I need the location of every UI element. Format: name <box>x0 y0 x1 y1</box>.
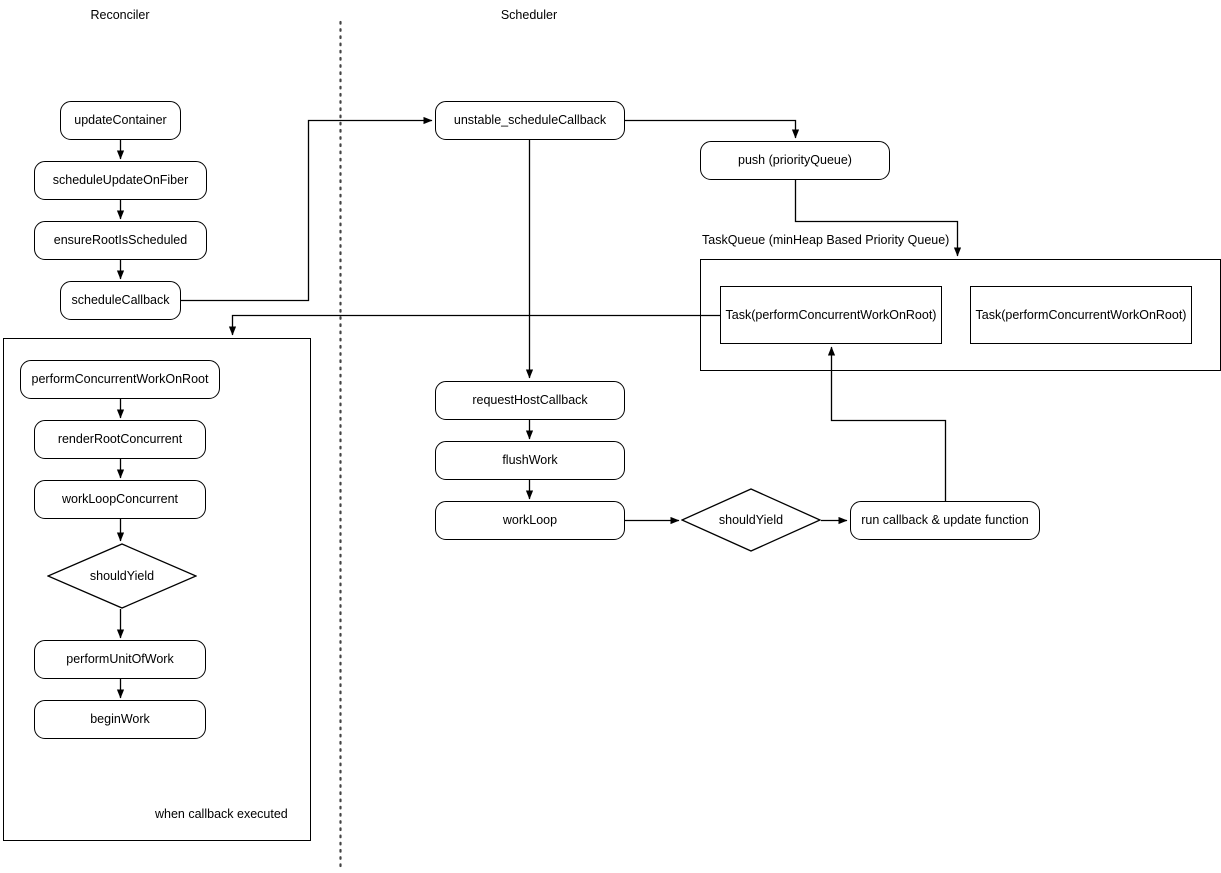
lane-title-reconciler: Reconciler <box>90 8 150 22</box>
decision-should-yield-scheduler-label: shouldYield <box>718 513 784 527</box>
node-request-host-callback[interactable]: requestHostCallback <box>435 381 625 420</box>
callback-executed-panel <box>3 338 311 841</box>
node-schedule-callback[interactable]: scheduleCallback <box>60 281 181 320</box>
node-unstable-schedule-callback[interactable]: unstable_scheduleCallback <box>435 101 625 140</box>
node-push-priority-queue[interactable]: push (priorityQueue) <box>700 141 890 180</box>
node-schedule-update-on-fiber[interactable]: scheduleUpdateOnFiber <box>34 161 207 200</box>
node-render-root-concurrent[interactable]: renderRootConcurrent <box>34 420 206 459</box>
node-ensure-root-is-scheduled[interactable]: ensureRootIsScheduled <box>34 221 207 260</box>
decision-should-yield-scheduler[interactable]: shouldYield <box>681 488 821 552</box>
task-queue-item-1[interactable]: Task(performConcurrentWorkOnRoot) <box>720 286 942 344</box>
node-work-loop-concurrent[interactable]: workLoopConcurrent <box>34 480 206 519</box>
callback-panel-caption: when callback executed <box>155 807 288 821</box>
node-perform-concurrent-work-on-root[interactable]: performConcurrentWorkOnRoot <box>20 360 220 399</box>
node-perform-unit-of-work[interactable]: performUnitOfWork <box>34 640 206 679</box>
node-work-loop[interactable]: workLoop <box>435 501 625 540</box>
node-run-callback-update-function[interactable]: run callback & update function <box>850 501 1040 540</box>
edge-unstable_scheduleCallback-push <box>625 119 800 139</box>
node-begin-work[interactable]: beginWork <box>34 700 206 739</box>
decision-should-yield-reconciler[interactable]: shouldYield <box>47 543 197 609</box>
task-queue-label: TaskQueue (minHeap Based Priority Queue) <box>702 233 950 247</box>
node-flush-work[interactable]: flushWork <box>435 441 625 480</box>
task-queue-item-2[interactable]: Task(performConcurrentWorkOnRoot) <box>970 286 1192 344</box>
lane-title-scheduler: Scheduler <box>500 8 558 22</box>
edge-task-callback-panel <box>228 314 720 336</box>
decision-should-yield-reconciler-label: shouldYield <box>89 569 155 583</box>
edge-scheduleCallback-unstable_scheduleCallback <box>181 116 433 302</box>
node-update-container[interactable]: updateContainer <box>60 101 181 140</box>
